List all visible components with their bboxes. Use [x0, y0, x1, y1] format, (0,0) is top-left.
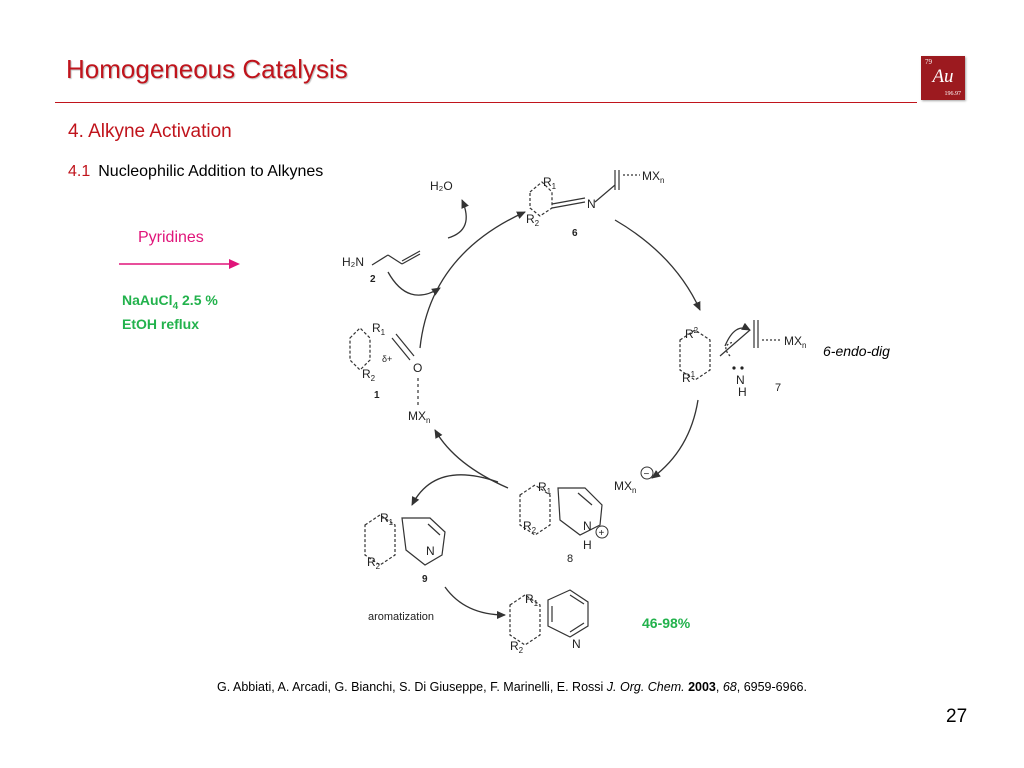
cycle-arrow-7-to-8 — [651, 399, 699, 479]
reference-pages: , 6959-6966. — [736, 680, 807, 694]
cyclization-r2-label: R2 — [685, 326, 699, 341]
aromatization-label: aromatization — [368, 611, 434, 623]
lone-pair-icon — [732, 366, 744, 370]
cycle-arrow-6-to-7 — [614, 219, 701, 311]
logo-atomic-number: 79 — [925, 58, 932, 66]
solvent-condition: EtOH reflux — [122, 316, 200, 332]
catalyst-condition: NaAuCl4 2.5 % — [122, 292, 218, 312]
logo-symbol: Au — [932, 66, 954, 87]
gold-coordination-arrow — [724, 322, 751, 347]
water-release-arrow — [447, 199, 469, 239]
page-number: 27 — [946, 706, 968, 727]
catalyst-name: NaAuCl — [122, 292, 173, 308]
dihydro-n-label: N — [426, 544, 435, 558]
product-n-label: N — [572, 637, 581, 651]
title-divider — [55, 102, 917, 103]
ketone-o-label: O — [413, 361, 422, 375]
product-r2-label: R2 — [510, 639, 524, 655]
subsection-number: 4.1 — [68, 163, 91, 180]
cyclization-n-label: N — [736, 373, 745, 387]
imine-n-label: N — [587, 197, 596, 211]
delta-plus-label: δ+ — [382, 354, 392, 364]
compound-9-label: 9 — [422, 574, 428, 585]
reference-year: 2003 — [688, 680, 716, 694]
cycle-arrow-8-to-1 — [434, 429, 509, 489]
svg-text:+: + — [599, 528, 605, 539]
section-heading: 4. Alkyne Activation — [68, 121, 232, 142]
compound-1-label: 1 — [374, 390, 380, 401]
subsection-heading: 4.1 Nucleophilic Addition to Alkynes — [68, 163, 323, 181]
ketone-r2-label: R2 — [362, 367, 376, 383]
compound-2-label: 2 — [370, 274, 376, 285]
compound-7-label: 7 — [775, 382, 781, 394]
literature-reference: G. Abbiati, A. Arcadi, G. Bianchi, S. Di… — [217, 680, 807, 694]
positive-charge-icon: + — [595, 525, 609, 539]
reference-authors: G. Abbiati, A. Arcadi, G. Bianchi, S. Di… — [217, 680, 604, 694]
cyclization-r1-label: R1 — [682, 370, 696, 385]
water-label: H₂O — [430, 179, 453, 193]
reaction-arrow-icon — [119, 259, 240, 269]
cycle-arrow-1-to-6 — [419, 211, 526, 349]
intermediate-n-label: N — [583, 519, 592, 533]
ketone-r1-label: R1 — [372, 321, 386, 337]
reference-volume: 68 — [722, 680, 737, 694]
aromatization-arrow — [444, 586, 506, 619]
amine-entry-arrow — [387, 271, 441, 296]
imine-r2-label: R2 — [526, 212, 540, 228]
intermediate-r1-label: R1 — [538, 480, 552, 496]
intermediate-h-label: H — [583, 538, 592, 552]
compound-6-label: 6 — [572, 228, 578, 239]
reaction-product-label: Pyridines — [138, 229, 204, 246]
ketone-mx-label: MXn — [408, 409, 430, 425]
catalyst-subscript: 4 — [172, 300, 179, 312]
endo-dig-label: 6-endo-dig — [823, 343, 890, 359]
compound-8-label: 8 — [567, 553, 573, 565]
logo-mass: 196.97 — [944, 91, 962, 97]
yield-label: 46-98% — [642, 615, 691, 631]
page-title: Homogeneous Catalysis — [66, 54, 348, 84]
cyclization-mx-label: MXn — [784, 334, 806, 350]
cyclization-h-label: H — [738, 385, 747, 399]
svg-text:−: − — [644, 469, 650, 480]
reference-journal: J. Org. Chem. — [606, 680, 685, 694]
imine-r1-label: R1 — [543, 175, 557, 191]
catalytic-cycle-scheme: R1 R2 N MXn 6 H₂O H₂N 2 R1 δ+ R2 O 1 MXn… — [342, 169, 806, 655]
negative-charge-icon: − — [640, 466, 654, 480]
intermediate-r2-label: R2 — [523, 519, 537, 535]
product-release-arrow — [411, 474, 499, 506]
nitrogen-attack-arrow — [725, 341, 735, 357]
dihydro-r1-label: R1 — [380, 511, 394, 527]
subsection-title: Nucleophilic Addition to Alkynes — [98, 163, 324, 180]
imine-mx-label: MXn — [642, 169, 664, 185]
gold-element-logo: 79 Au 196.97 — [921, 56, 965, 100]
amine-label: H₂N — [342, 255, 364, 269]
dihydro-r2-label: R2 — [367, 555, 381, 571]
product-r1-label: R1 — [525, 592, 539, 608]
intermediate-mx-label: MXn — [614, 479, 636, 495]
catalyst-loading: 2.5 % — [178, 292, 218, 308]
